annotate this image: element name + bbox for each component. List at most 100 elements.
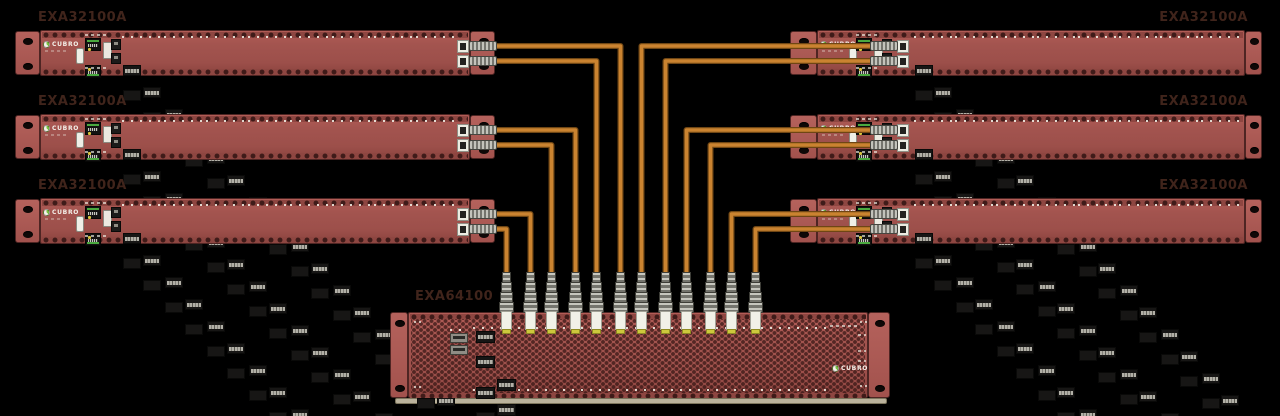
rj45-led-strip [858, 158, 870, 160]
out-label-sticker [103, 210, 112, 227]
usb-port [76, 48, 84, 64]
sfp-port-2 [111, 137, 121, 148]
microtext-top [85, 34, 107, 36]
flange-hole [23, 206, 33, 213]
qsfp-port [269, 412, 287, 416]
qsfp-port [417, 398, 435, 409]
qsfp-group-ticks [1119, 120, 1158, 122]
model-microtext [822, 218, 846, 220]
cubro-logo: CUBRO [832, 364, 868, 372]
cable-port-bezel-bottom [457, 223, 469, 236]
qsfp-port [1079, 350, 1097, 361]
qsfp-port [227, 343, 245, 354]
cable-middle-left-top [497, 128, 578, 278]
device-top-right: CUBRO [790, 30, 1262, 409]
qsfp-port [227, 368, 245, 379]
panel-led [860, 321, 862, 323]
cable-middle-left-bottom [497, 143, 554, 278]
cable-middle-right-top [684, 128, 870, 278]
qsfp-port [123, 90, 141, 101]
qsfp-port [1016, 368, 1034, 379]
rack-flange-left [15, 31, 40, 75]
cable-port-bezel-bottom [457, 55, 469, 68]
rj45-led-strip [87, 158, 99, 160]
qsfp-group-ticks [1201, 36, 1240, 38]
qsfp-port [497, 379, 516, 391]
qsfp-group-ticks [518, 389, 561, 391]
rj45-led-strip [858, 74, 870, 76]
dac-plug [615, 311, 626, 330]
cable-middle-right-bottom [708, 143, 870, 278]
qsfp-port [227, 259, 245, 270]
vent-band-top [42, 116, 468, 122]
cubro-logo: CUBRO [43, 208, 79, 216]
dac-plug [591, 311, 602, 330]
sfp-port-1 [111, 123, 121, 134]
rj45-led-strip [858, 208, 870, 210]
microtext-top [856, 202, 878, 204]
dac-plug-tag [526, 329, 535, 334]
qsfp-group-ticks [374, 204, 414, 206]
flange-hole [23, 147, 33, 154]
qsfp-port [207, 321, 225, 332]
qsfp-port [1057, 328, 1075, 339]
flange-hole [395, 385, 405, 392]
qsfp-port [333, 310, 351, 321]
qsfp-port [476, 387, 495, 399]
rj45-led [88, 152, 91, 155]
qsfp-group-ticks [164, 120, 204, 122]
qsfp-port [934, 280, 952, 291]
qsfp-port [333, 394, 351, 405]
qsfp-port [1098, 347, 1116, 358]
flange-hole [23, 231, 33, 238]
device-label-core: EXA64100 [415, 289, 494, 304]
rj45-port-1 [85, 38, 101, 51]
qsfp-group-ticks [1160, 204, 1199, 206]
qsfp-group-ticks [698, 389, 741, 391]
sfp-port-2 [111, 53, 121, 64]
rj45-led [88, 68, 91, 71]
qsfp-port [1139, 307, 1157, 318]
qsfp-port [915, 233, 933, 244]
cable-bottom-left-bottom [497, 227, 509, 278]
rj45-led-strip [858, 242, 870, 244]
dac-plug [750, 311, 761, 330]
qsfp-port [1016, 175, 1034, 186]
flange-hole [799, 231, 809, 238]
qsfp-port [1016, 259, 1034, 270]
cubro-logo-icon [43, 124, 50, 132]
flange-hole [1250, 122, 1259, 129]
qsfp-port [1038, 390, 1056, 401]
dac-plug-tag [706, 329, 715, 334]
qsfp-port [291, 409, 309, 416]
qsfp-port [185, 299, 203, 310]
qsfp-port [915, 258, 933, 269]
qsfp-port [1161, 329, 1179, 340]
dac-plug [546, 311, 557, 330]
rj45-port-1 [85, 206, 101, 219]
qsfp-port [1180, 351, 1198, 362]
sfp-port-1 [111, 39, 121, 50]
rj45-led [859, 68, 862, 71]
qsfp-port [1057, 303, 1075, 314]
device-middle-left: CUBRO [15, 114, 497, 416]
model-microtext [45, 134, 69, 136]
panel-led [860, 385, 862, 387]
rack-flange-right [1245, 115, 1262, 159]
rj45-led-strip [858, 40, 870, 42]
flange-hole [1250, 63, 1259, 70]
qsfp-group-ticks [608, 389, 651, 391]
cubro-logo-text: CUBRO [52, 124, 80, 132]
rj45-led [859, 48, 862, 51]
microtext-console [830, 325, 860, 327]
model-microtext [45, 50, 69, 52]
qsfp-group-ticks [473, 327, 516, 329]
cable-top-right-top [639, 44, 870, 278]
microtext-bottom [856, 67, 878, 69]
dac-connector-top [469, 209, 497, 219]
qsfp-port [333, 369, 351, 380]
qsfp-port [1079, 409, 1097, 416]
qsfp-group-ticks [955, 120, 994, 122]
qsfp-group-ticks [1201, 120, 1240, 122]
